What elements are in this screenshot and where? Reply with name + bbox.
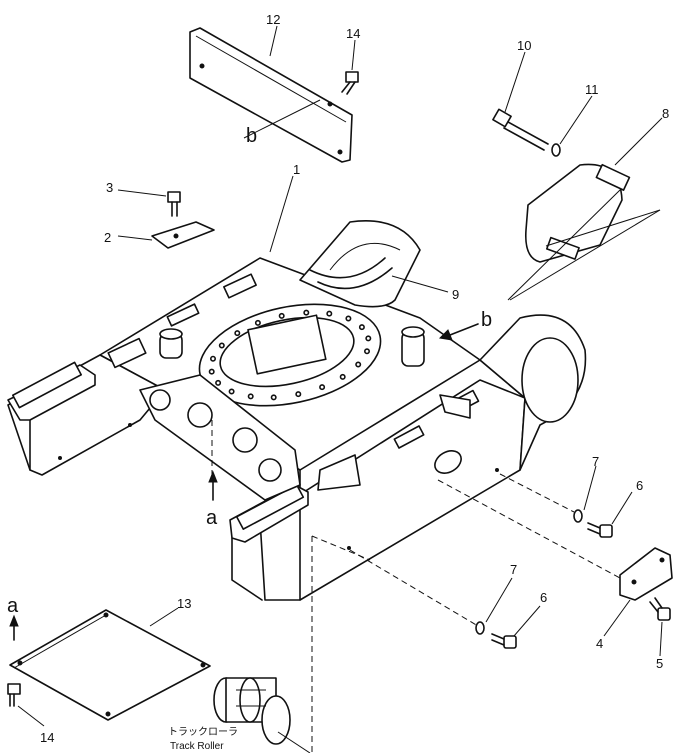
part-7-washer-lower	[475, 621, 485, 635]
ring-bolt-hole	[355, 361, 362, 368]
arrow-a-center	[208, 470, 218, 501]
label-part-1: 1	[293, 162, 300, 177]
part-11-washer	[551, 143, 561, 157]
part-3-bolt	[167, 191, 181, 217]
label-part-8: 8	[662, 106, 669, 121]
track-roller-label-jp: トラックローラ	[168, 726, 238, 738]
ring-bolt-hole	[339, 373, 346, 380]
view-ref-b-top: b	[246, 125, 257, 147]
ring-bolt-hole	[295, 391, 302, 398]
ring-bolt-hole	[363, 348, 370, 355]
label-part-12: 12	[266, 12, 280, 27]
label-part-3: 3	[106, 180, 113, 195]
part-12-cover-plate	[189, 27, 353, 163]
ring-bolt-hole	[278, 312, 285, 319]
part-14-bolt-bottom	[7, 683, 21, 707]
part-14-bolt-top	[341, 71, 359, 95]
view-ref-a-left: a	[7, 595, 19, 617]
track-roller-label-en: Track Roller	[170, 741, 224, 752]
ring-bolt-hole	[210, 355, 217, 362]
label-part-4: 4	[596, 636, 603, 651]
label-part-14-top: 14	[346, 26, 360, 41]
ring-bolt-hole	[365, 335, 372, 342]
view-ref-a-center: a	[206, 507, 218, 529]
track-roller	[213, 677, 291, 745]
part-1-track-frame	[7, 220, 587, 601]
ring-bolt-hole	[326, 310, 333, 317]
part-5-bolt	[649, 597, 671, 621]
part-13-bottom-cover	[9, 609, 211, 721]
label-part-5: 5	[656, 656, 663, 671]
label-part-7-lower: 7	[510, 562, 517, 577]
ring-bolt-hole	[345, 315, 352, 322]
ring-bolt-hole	[218, 342, 225, 349]
label-part-11: 11	[585, 82, 599, 97]
arrow-a-left	[9, 614, 19, 641]
callout-lines	[17, 25, 663, 727]
part-10-long-bolt	[492, 108, 549, 151]
arrow-b-right	[438, 323, 479, 341]
label-part-6-upper: 6	[636, 478, 643, 493]
ring-bolt-hole	[208, 368, 215, 375]
ring-bolt-hole	[358, 324, 365, 331]
ring-bolt-hole	[234, 330, 241, 337]
ring-bolt-hole	[247, 393, 254, 400]
part-2-bracket	[151, 221, 215, 249]
label-part-9: 9	[452, 287, 459, 302]
leader-lines	[211, 99, 661, 753]
view-ref-b-right: b	[481, 309, 492, 331]
part-8-side-cover	[524, 163, 631, 263]
ring-bolt-hole	[303, 309, 310, 316]
part-9-strap	[309, 257, 393, 290]
label-part-7-upper: 7	[592, 454, 599, 469]
part-4-plate	[619, 547, 673, 601]
part-6-bolt-upper	[587, 522, 613, 538]
part-7-washer-upper	[573, 509, 583, 523]
label-part-6-lower: 6	[540, 590, 547, 605]
label-part-10: 10	[517, 38, 531, 53]
label-part-13: 13	[177, 596, 191, 611]
ring-bolt-hole	[228, 388, 235, 395]
part-6-bolt-lower	[491, 633, 517, 649]
ring-bolt-hole	[254, 319, 261, 326]
ring-bolt-holes	[208, 309, 372, 401]
label-part-2: 2	[104, 230, 111, 245]
ring-bolt-hole	[215, 379, 222, 386]
label-part-14-bottom: 14	[40, 730, 54, 745]
ring-bolt-hole	[270, 394, 277, 401]
ring-bolt-hole	[319, 384, 326, 391]
